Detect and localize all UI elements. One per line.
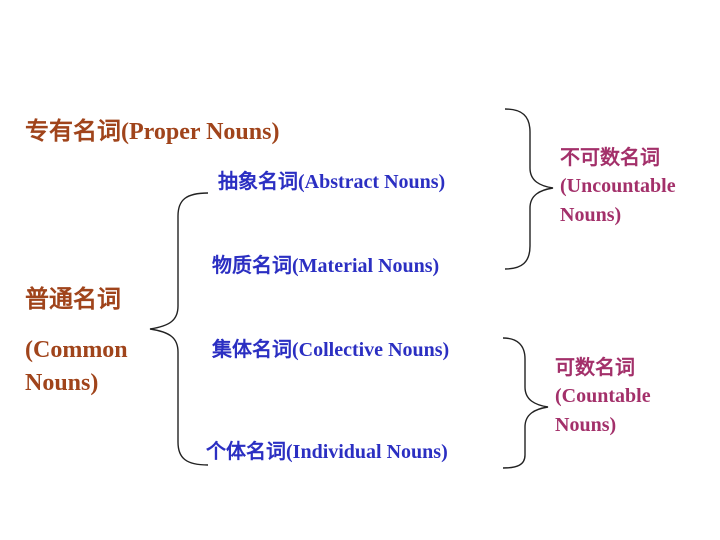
uncountable-nouns-chinese: 不可数名词 (560, 147, 660, 169)
proper-nouns-label: 专有名词(Proper Nouns) (25, 119, 280, 145)
common-nouns-chinese: 普通名词 (25, 287, 121, 313)
uncountable-nouns-english-1: (Uncountable (560, 175, 676, 197)
common-nouns-english-2: Nouns) (25, 370, 99, 396)
countable-nouns-english-2: Nouns) (555, 414, 617, 436)
common-nouns-english-1: (Common (25, 337, 128, 363)
uncountable-right-brace (504, 108, 554, 270)
uncountable-nouns-english-2: Nouns) (560, 204, 622, 226)
countable-right-brace (502, 337, 549, 469)
countable-nouns-chinese: 可数名词 (555, 357, 635, 379)
individual-nouns-label: 个体名词(Individual Nouns) (206, 441, 448, 463)
common-nouns-left-brace (149, 192, 209, 466)
abstract-nouns-label: 抽象名词(Abstract Nouns) (218, 171, 446, 193)
collective-nouns-label: 集体名词(Collective Nouns) (212, 339, 450, 361)
material-nouns-label: 物质名词(Material Nouns) (212, 255, 440, 277)
countable-nouns-english-1: (Countable (555, 385, 651, 407)
